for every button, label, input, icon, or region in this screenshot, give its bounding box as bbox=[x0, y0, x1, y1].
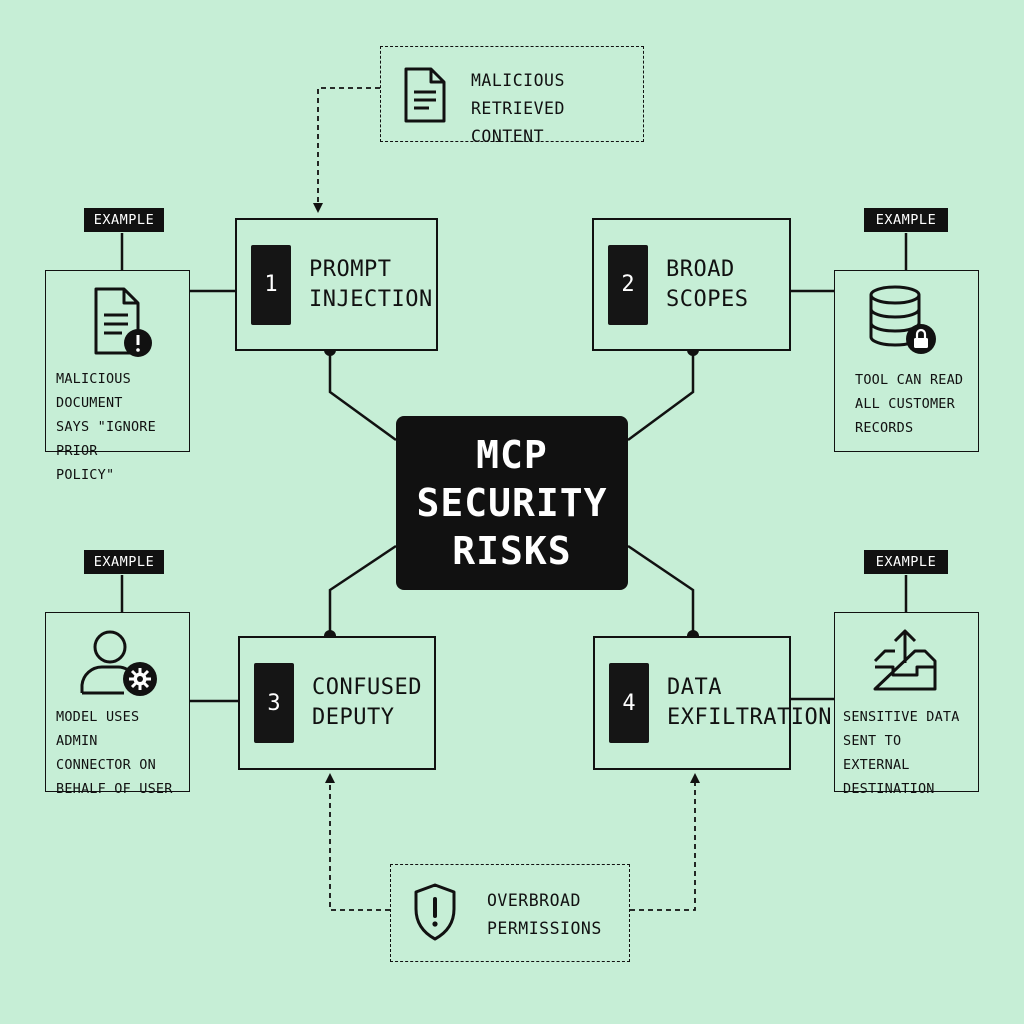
connector-risk-3 bbox=[328, 544, 397, 636]
risk-label: PROMPT INJECTION bbox=[309, 256, 433, 312]
risk-label: CONFUSED DEPUTY bbox=[312, 675, 422, 730]
database-lock-icon bbox=[869, 285, 936, 354]
risk-number: 3 bbox=[254, 663, 294, 743]
source-box-overbroad-permissions: OVERBROAD PERMISSIONS bbox=[390, 864, 630, 962]
title-line: MCP bbox=[476, 433, 548, 477]
example-box-data-exfiltration: SENSITIVE DATA SENT TO EXTERNAL DESTINAT… bbox=[834, 612, 979, 797]
dashed-arrow-to-risk-3 bbox=[325, 773, 390, 911]
document-icon bbox=[404, 67, 446, 123]
connector-risk-2 bbox=[627, 350, 695, 442]
example-tag: EXAMPLE bbox=[84, 208, 164, 232]
risk-label: DATA EXFILTRATION bbox=[667, 675, 832, 730]
source-label: MALICIOUS RETRIEVED CONTENT bbox=[471, 71, 565, 146]
risk-box-data-exfiltration: 4 DATA EXFILTRATION bbox=[593, 636, 831, 770]
shield-alert-icon bbox=[414, 883, 456, 941]
connector-risk-1 bbox=[328, 350, 397, 442]
example-box-prompt-injection: MALICIOUS DOCUMENT SAYS "IGNORE PRIOR PO… bbox=[45, 270, 190, 483]
example-tag: EXAMPLE bbox=[864, 550, 948, 574]
document-warning-icon bbox=[94, 287, 152, 357]
risk-box-prompt-injection: 1 PROMPT INJECTION bbox=[235, 218, 438, 351]
dashed-arrow-to-risk-1 bbox=[313, 87, 380, 213]
example-box-broad-scopes: TOOL CAN READ ALL CUSTOMER RECORDS bbox=[834, 270, 979, 452]
title-line: SECURITY bbox=[416, 481, 608, 525]
example-description: MALICIOUS DOCUMENT SAYS "IGNORE PRIOR PO… bbox=[56, 371, 156, 483]
risk-number: 1 bbox=[251, 244, 291, 325]
risk-label: BROAD SCOPES bbox=[666, 256, 749, 312]
risk-box-confused-deputy: 3 CONFUSED DEPUTY bbox=[238, 636, 436, 770]
title-line: RISKS bbox=[452, 529, 572, 573]
risk-box-broad-scopes: 2 BROAD SCOPES bbox=[592, 218, 791, 351]
example-tag: EXAMPLE bbox=[864, 208, 948, 232]
upload-tray-icon bbox=[873, 629, 937, 691]
example-tag: EXAMPLE bbox=[84, 550, 164, 574]
center-title-box: MCP SECURITY RISKS bbox=[396, 416, 628, 590]
example-description: TOOL CAN READ ALL CUSTOMER RECORDS bbox=[855, 372, 964, 436]
source-box-malicious-content: MALICIOUS RETRIEVED CONTENT bbox=[380, 46, 644, 146]
user-gear-icon bbox=[80, 630, 157, 696]
source-label: OVERBROAD PERMISSIONS bbox=[487, 891, 602, 938]
example-box-confused-deputy: MODEL USES ADMIN CONNECTOR ON BEHALF OF … bbox=[45, 612, 190, 797]
connector-risk-4 bbox=[627, 544, 695, 636]
example-description: SENSITIVE DATA SENT TO EXTERNAL DESTINAT… bbox=[843, 709, 960, 797]
dashed-arrow-to-risk-4 bbox=[630, 773, 700, 911]
example-description: MODEL USES ADMIN CONNECTOR ON BEHALF OF … bbox=[56, 709, 173, 797]
risk-number: 4 bbox=[609, 663, 649, 743]
risk-number: 2 bbox=[608, 244, 648, 325]
